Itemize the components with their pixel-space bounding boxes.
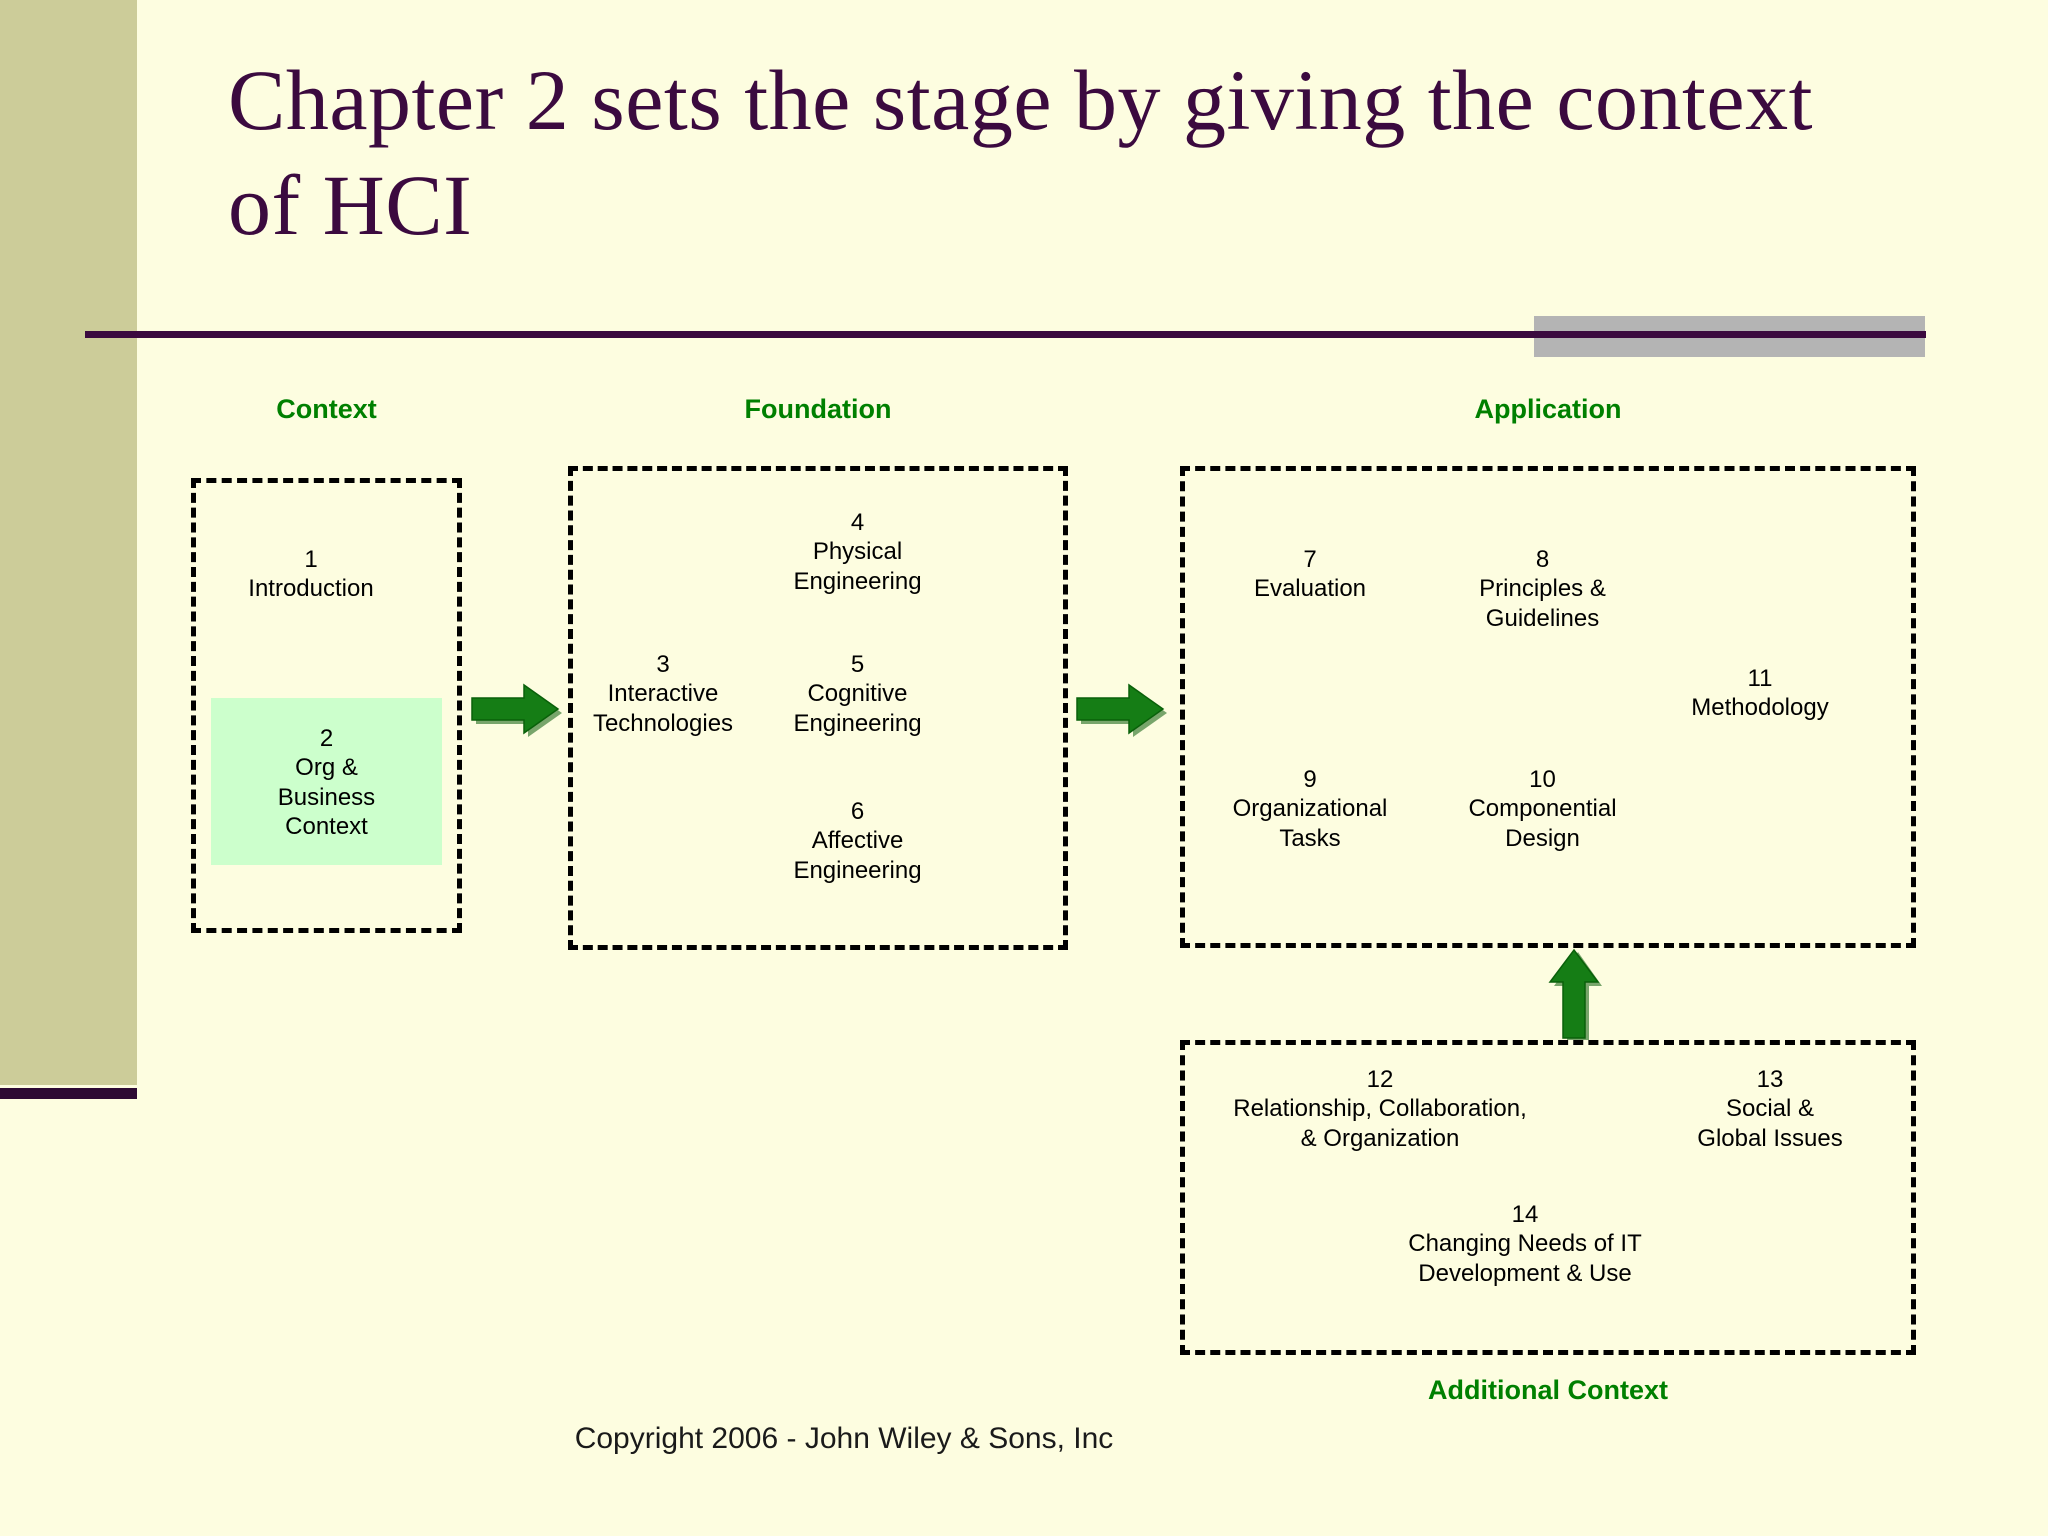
- chapter-label-line-2: Global Issues: [1697, 1124, 1843, 1152]
- chapter-label-line-2: Development & Use: [1418, 1259, 1632, 1287]
- chapter-item-9: 9 Organizational Tasks: [1190, 765, 1430, 853]
- chapter-item-12: 12 Relationship, Collaboration, & Organi…: [1150, 1065, 1610, 1153]
- group-box-additional-context: [1180, 1040, 1916, 1355]
- chapter-number: 13: [1756, 1066, 1784, 1093]
- sidebar-accent-bar: [0, 1088, 137, 1099]
- chapter-item-6: 6 Affective Engineering: [760, 797, 955, 885]
- chapter-label-line-1: Methodology: [1691, 694, 1829, 722]
- chapter-item-4: 4 Physical Engineering: [760, 508, 955, 596]
- chapter-label-line-1: Relationship, Collaboration,: [1233, 1095, 1527, 1123]
- chapter-label-line-1: Changing Needs of IT: [1408, 1230, 1642, 1258]
- chapter-item-1: 1 Introduction: [191, 545, 431, 604]
- chapter-label-line-1: Physical: [812, 538, 903, 566]
- chapter-label-line-1: Componential: [1468, 795, 1617, 823]
- chapter-number: 10: [1529, 766, 1556, 793]
- chapter-item-5: 5 Cognitive Engineering: [760, 650, 955, 738]
- chapter-item-10: 10 Componential Design: [1420, 765, 1665, 853]
- chapter-label-line-2: Guidelines: [1485, 604, 1600, 632]
- group-box-context: [191, 478, 462, 933]
- group-caption-additional-context: Additional Context: [1428, 1375, 1668, 1405]
- chapter-item-2: 2 Org & Business Context: [211, 698, 442, 866]
- chapter-number: 5: [850, 651, 865, 678]
- chapter-item-11: 11 Methodology: [1640, 664, 1880, 723]
- group-caption-context: Context: [276, 394, 377, 424]
- chapter-item-14: 14 Changing Needs of IT Development & Us…: [1395, 1200, 1655, 1288]
- chapter-label-line-1: Affective: [811, 827, 904, 855]
- chapter-label-line-1: Organizational: [1232, 795, 1388, 823]
- chapter-number: 4: [850, 509, 865, 536]
- group-caption-foundation: Foundation: [744, 394, 892, 424]
- arrow-right-icon-context-to-foundation: [470, 680, 566, 740]
- copyright-notice: Copyright 2006 - John Wiley & Sons, Inc: [0, 1422, 2048, 1456]
- chapter-label-line-1: Evaluation: [1253, 575, 1367, 603]
- chapter-label-line-1: Principles &: [1479, 575, 1606, 603]
- chapter-label-line-1: Org &: [295, 754, 358, 782]
- group-box-foundation: [568, 466, 1068, 950]
- group-box-application: [1180, 466, 1916, 948]
- chapter-number: 1: [304, 546, 318, 573]
- chapter-item-8: 8 Principles & Guidelines: [1420, 545, 1665, 633]
- chapter-number: 14: [1511, 1201, 1539, 1228]
- chapter-number: 12: [1366, 1066, 1394, 1093]
- sidebar-decorative-strip: [0, 0, 137, 1085]
- chapter-number: 3: [656, 651, 670, 678]
- arrow-up-icon-additional-to-application: [1545, 948, 1605, 1044]
- chapter-label-line-2: Engineering: [793, 856, 922, 884]
- chapter-label-line-2: Engineering: [793, 567, 922, 595]
- chapter-label-line-2: Tasks: [1279, 824, 1341, 852]
- chapter-item-7: 7 Evaluation: [1190, 545, 1430, 604]
- chapter-label-line-1: Interactive: [607, 680, 719, 708]
- title-divider-rule: [85, 331, 1926, 338]
- chapter-number: 9: [1303, 766, 1317, 793]
- chapter-number: 2: [319, 725, 334, 752]
- group-caption-application: Application: [1474, 394, 1622, 424]
- chapter-label-line-1: Introduction: [248, 575, 374, 603]
- chapter-label-line-2: & Organization: [1300, 1124, 1460, 1152]
- chapter-label-line-2: Design: [1505, 824, 1580, 852]
- chapter-number: 6: [850, 798, 865, 825]
- chapter-label-line-1: Social &: [1725, 1095, 1815, 1123]
- chapter-label-line-2: Business: [277, 783, 376, 811]
- chapter-number: 8: [1535, 546, 1550, 573]
- chapter-number: 7: [1303, 546, 1317, 573]
- copyright-text: Copyright 2006 - John Wiley & Sons, Inc: [574, 1422, 1114, 1455]
- chapter-label-line-3: Context: [285, 812, 368, 840]
- page-title: Chapter 2 sets the stage by giving the c…: [228, 52, 1813, 253]
- chapter-label-line-2: Engineering: [793, 709, 922, 737]
- chapter-label-line-1: Cognitive: [807, 680, 908, 708]
- chapter-item-13: 13 Social & Global Issues: [1655, 1065, 1885, 1153]
- chapter-label-line-2: Technologies: [592, 709, 734, 737]
- chapter-number: 11: [1747, 665, 1773, 692]
- chapter-item-3: 3 Interactive Technologies: [573, 650, 753, 738]
- arrow-right-icon-foundation-to-application: [1075, 680, 1171, 740]
